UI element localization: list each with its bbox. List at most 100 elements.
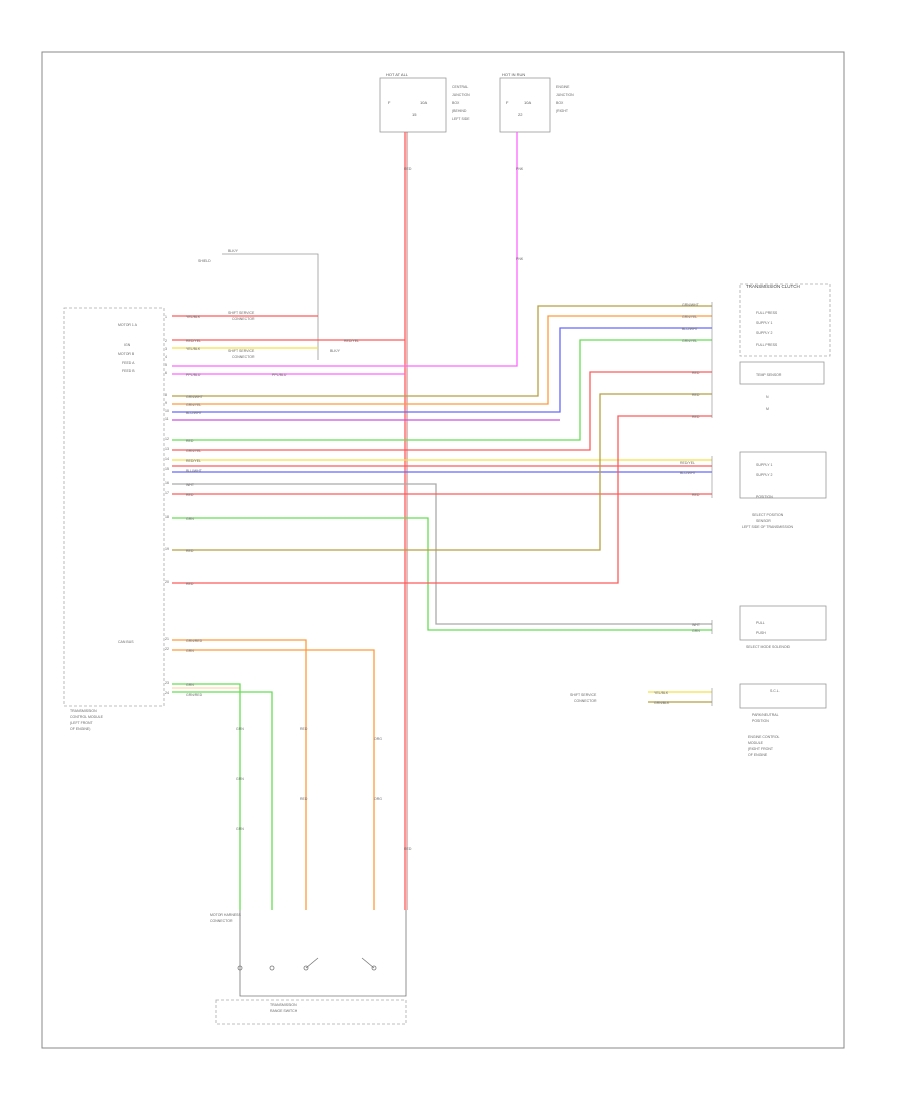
wire-green-clutch	[172, 339, 712, 441]
svg-text:15: 15	[412, 112, 417, 117]
svg-text:PPL/BLU: PPL/BLU	[186, 373, 201, 377]
svg-text:LEFT SIDE OF TRANSMISSION: LEFT SIDE OF TRANSMISSION	[742, 525, 793, 529]
svg-text:CAN BUS: CAN BUS	[118, 640, 134, 644]
svg-text:4: 4	[165, 355, 167, 359]
svg-text:RED/YEL: RED/YEL	[186, 459, 201, 463]
svg-text:22: 22	[165, 647, 169, 651]
svg-text:GRN: GRN	[236, 777, 244, 781]
fuse-box-hot-start: F 10A 22 HOT IN RUN ENGINE JUNCTION BOX …	[499, 72, 574, 133]
svg-text:GRN: GRN	[236, 827, 244, 831]
svg-text:ENGINE: ENGINE	[556, 85, 570, 89]
svg-text:F: F	[388, 100, 391, 105]
svg-text:21: 21	[165, 637, 169, 641]
svg-text:RED: RED	[186, 439, 194, 443]
svg-text:TRANSMISSION: TRANSMISSION	[270, 1003, 297, 1007]
svg-text:19: 19	[165, 547, 169, 551]
svg-text:YEL/BLK: YEL/BLK	[186, 315, 201, 319]
svg-text:16: 16	[165, 481, 169, 485]
neutral-wires	[648, 691, 712, 703]
svg-text:BLU/WHT: BLU/WHT	[680, 471, 697, 475]
svg-text:SHIFT SERVICE: SHIFT SERVICE	[228, 311, 255, 315]
svg-text:SENSOR: SENSOR	[756, 519, 771, 523]
svg-text:GRN: GRN	[692, 629, 700, 633]
svg-text:BLU/WHT: BLU/WHT	[186, 469, 203, 473]
svg-text:BLU/WHT: BLU/WHT	[186, 411, 203, 415]
svg-text:10: 10	[165, 409, 169, 413]
svg-text:MOTOR B: MOTOR B	[118, 352, 135, 356]
svg-text:ORG: ORG	[374, 797, 382, 801]
svg-text:JUNCTION: JUNCTION	[452, 93, 470, 97]
svg-text:PARK/NEUTRAL: PARK/NEUTRAL	[752, 713, 779, 717]
svg-text:RANGE SWITCH: RANGE SWITCH	[270, 1009, 298, 1013]
svg-text:OF ENGINE: OF ENGINE	[748, 753, 768, 757]
svg-text:GRN/YEL: GRN/YEL	[682, 339, 697, 343]
svg-text:1: 1	[165, 315, 167, 319]
svg-text:23: 23	[165, 681, 169, 685]
svg-text:RED: RED	[692, 393, 700, 397]
svg-text:TEMP SENSOR: TEMP SENSOR	[756, 373, 782, 377]
trans-clutch-component: TRANSMISSION CLUTCH FULL PRESS SUPPLY 1 …	[739, 283, 831, 357]
diagram-frame	[41, 51, 845, 1049]
svg-text:RED: RED	[692, 415, 700, 419]
svg-text:(LEFT FRONT: (LEFT FRONT	[70, 721, 94, 725]
svg-text:3: 3	[165, 347, 167, 351]
svg-text:SUPPLY 2: SUPPLY 2	[756, 331, 772, 335]
svg-text:YEL/BLK: YEL/BLK	[186, 347, 201, 351]
svg-text:POSITION: POSITION	[756, 495, 773, 499]
paddle-switch-block	[215, 910, 407, 1025]
svg-text:RED: RED	[692, 371, 700, 375]
svg-text:8: 8	[165, 393, 167, 397]
svg-text:GRN: GRN	[186, 517, 194, 521]
svg-text:OF ENGINE): OF ENGINE)	[70, 727, 90, 731]
svg-text:17: 17	[165, 491, 169, 495]
tcm-box	[63, 307, 165, 707]
svg-text:HOT IN RUN: HOT IN RUN	[502, 72, 525, 77]
svg-text:20: 20	[165, 580, 169, 584]
svg-text:RED: RED	[404, 167, 412, 171]
svg-text:POSITION: POSITION	[752, 719, 769, 723]
svg-text:RED: RED	[186, 549, 194, 553]
svg-text:SUPPLY 1: SUPPLY 1	[756, 321, 772, 325]
wire-olive-clutch	[172, 305, 712, 397]
svg-text:PUSH: PUSH	[756, 631, 766, 635]
svg-text:ENGINE CONTROL: ENGINE CONTROL	[748, 735, 780, 739]
svg-text:(BEHIND: (BEHIND	[452, 109, 467, 113]
svg-text:PNK: PNK	[516, 257, 524, 261]
svg-text:CONNECTOR: CONNECTOR	[232, 355, 255, 359]
svg-text:RED: RED	[404, 847, 412, 851]
svg-text:RED/YEL: RED/YEL	[344, 339, 359, 343]
svg-text:SHIFT SERVICE: SHIFT SERVICE	[228, 349, 255, 353]
svg-text:N: N	[766, 395, 769, 399]
svg-text:PPL/BLU: PPL/BLU	[272, 373, 287, 377]
svg-text:RED/YEL: RED/YEL	[186, 339, 201, 343]
svg-text:6: 6	[165, 371, 167, 375]
select-position-component: SUPPLY 1 SUPPLY 2 POSITION SELECT POSITI…	[739, 451, 827, 529]
svg-text:CONNECTOR: CONNECTOR	[210, 919, 233, 923]
svg-text:SHIFT SERVICE: SHIFT SERVICE	[570, 693, 597, 697]
svg-text:GRN: GRN	[186, 683, 194, 687]
tcm-pin-numbers: 1 2 3 4 5 6 8 9 10 11 12 13 14 15 16 17 …	[165, 315, 169, 695]
svg-text:WHT: WHT	[186, 483, 195, 487]
svg-text:2: 2	[165, 339, 167, 343]
temp-sensor-component: TEMP SENSOR N M	[739, 361, 825, 411]
svg-text:GRN/YEL: GRN/YEL	[682, 315, 697, 319]
svg-text:10A: 10A	[524, 100, 531, 105]
svg-text:F: F	[506, 100, 509, 105]
svg-text:14: 14	[165, 457, 169, 461]
svg-text:MODULE: MODULE	[748, 741, 764, 745]
svg-text:18: 18	[165, 515, 169, 519]
svg-text:IGN: IGN	[124, 343, 131, 347]
svg-text:MOTOR 1 A: MOTOR 1 A	[118, 323, 138, 327]
svg-text:YEL/BLK: YEL/BLK	[654, 691, 669, 695]
svg-text:TRANSMISSION: TRANSMISSION	[70, 709, 97, 713]
svg-text:15: 15	[165, 467, 169, 471]
svg-text:RED: RED	[186, 493, 194, 497]
svg-text:BLK/Y: BLK/Y	[228, 249, 239, 253]
svg-text:GRN/WHT: GRN/WHT	[682, 303, 700, 307]
svg-text:SUPPLY 2: SUPPLY 2	[756, 473, 772, 477]
wires	[172, 132, 712, 910]
wire-pink-fuse22	[172, 132, 518, 367]
svg-text:13: 13	[165, 447, 169, 451]
svg-text:SELECT POSITION: SELECT POSITION	[752, 513, 784, 517]
